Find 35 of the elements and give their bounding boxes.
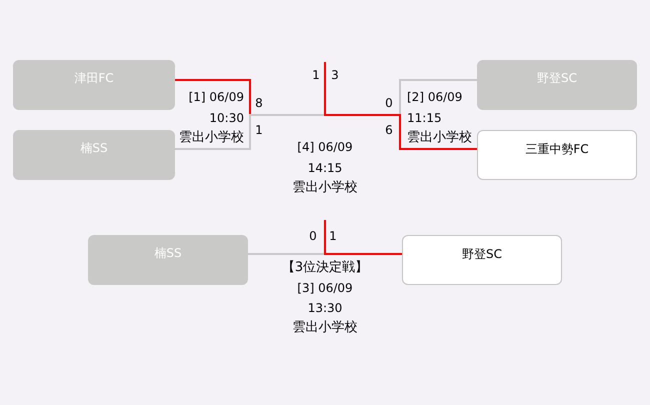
venue-name: 雲出小学校 [292, 180, 358, 196]
team-box [477, 130, 637, 180]
team-name: 津田FC [74, 70, 114, 86]
team-box [88, 235, 248, 285]
team-box [402, 235, 562, 285]
team-box [13, 60, 175, 110]
bracket-line [324, 62, 477, 150]
match-number-date: [4] 06/09 [297, 139, 353, 155]
score-text: 1 [312, 67, 320, 83]
team-name: 楠SS [80, 140, 108, 156]
score-text: 0 [385, 95, 393, 111]
score-text: 0 [309, 228, 317, 244]
venue-name: 雲出小学校 [179, 130, 244, 146]
match-number-date: [3] 06/09 [297, 280, 353, 296]
team-name: 野登SC [537, 70, 577, 86]
team-box [13, 130, 175, 180]
venue-name: 雲出小学校 [407, 130, 472, 146]
match-time: 14:15 [308, 160, 342, 176]
match-number-date: [1] 06/09 [188, 89, 244, 105]
score-text: 8 [255, 95, 263, 111]
team-name: 野登SC [462, 246, 502, 262]
team-name: 楠SS [154, 245, 182, 261]
team-name: 三重中勢FC [525, 141, 589, 157]
match-round-title: 【3位決定戦】 [282, 260, 368, 276]
match-time: 13:30 [308, 300, 342, 316]
match-time: 10:30 [209, 110, 244, 126]
match-time: 11:15 [407, 110, 442, 126]
venue-name: 雲出小学校 [292, 320, 358, 336]
score-text: 1 [255, 122, 263, 138]
match-number-date: [2] 06/09 [407, 89, 462, 105]
score-text: 1 [329, 228, 337, 244]
score-text: 3 [331, 67, 339, 83]
bracket-line [324, 220, 402, 255]
team-box [477, 60, 637, 110]
score-text: 6 [385, 122, 393, 138]
